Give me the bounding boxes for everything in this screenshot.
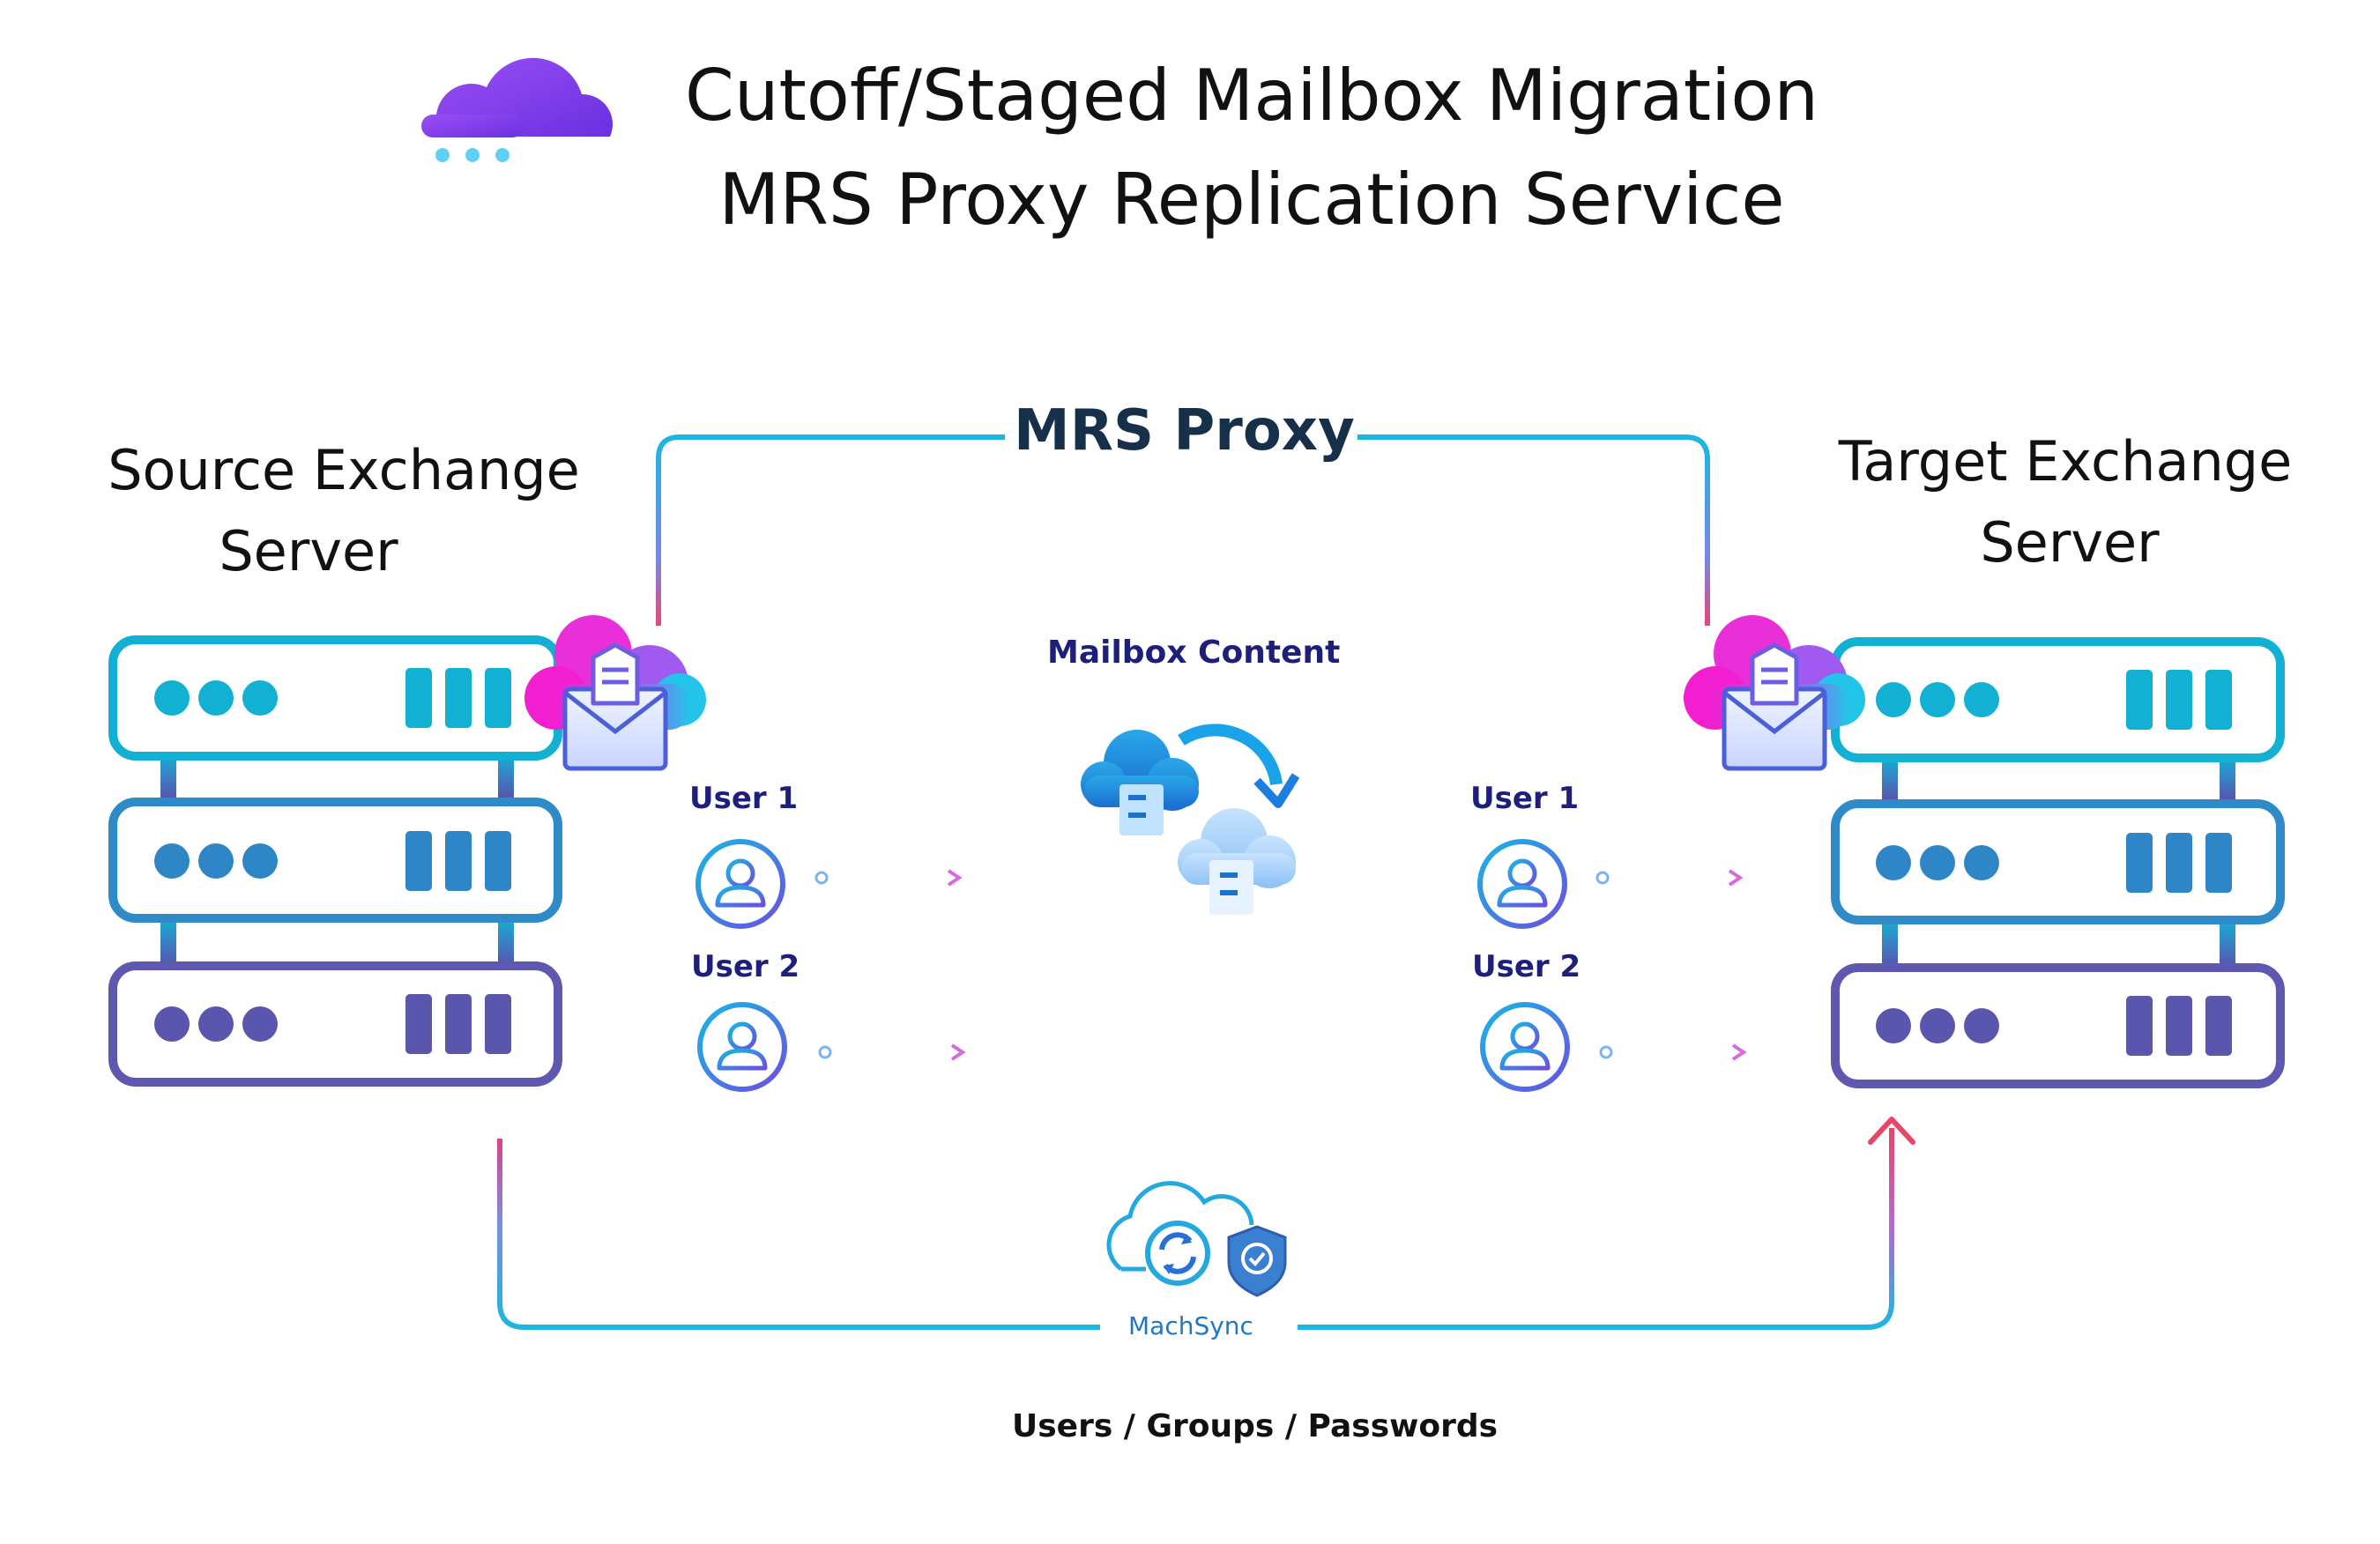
user-circle-icon-left-2 xyxy=(697,1002,787,1092)
user-circle-icon-right-1 xyxy=(1477,839,1567,929)
sync-caption: Users / Groups / Passwords xyxy=(1012,1408,1499,1444)
title-line-2: MRS Proxy Replication Service xyxy=(718,159,1785,241)
user-label-right-1: User 1 xyxy=(1470,781,1580,816)
user-circle-icon-left-1 xyxy=(695,839,785,929)
user-label-right-2: User 2 xyxy=(1472,949,1581,984)
source-server-label-1: Source Exchange xyxy=(108,438,580,502)
target-server-label-2: Server xyxy=(1980,510,2160,575)
target-server-label-1: Target Exchange xyxy=(1838,429,2293,494)
machsync-connector xyxy=(497,1117,1915,1330)
user-arrow-left-2 xyxy=(818,1043,966,1061)
user-arrow-right-2 xyxy=(1599,1043,1747,1061)
source-server-icon xyxy=(108,635,562,1087)
mrs-proxy-label: MRS Proxy xyxy=(1014,398,1355,464)
cloud-transfer-icon xyxy=(1081,724,1300,915)
cloud-rain-icon xyxy=(421,57,614,162)
mrs-proxy-connector xyxy=(656,434,1710,626)
user-label-left-2: User 2 xyxy=(691,949,800,984)
target-server-icon xyxy=(1831,637,2285,1088)
cloud-mail-icon-source xyxy=(524,615,706,771)
mailbox-content-label: Mailbox Content xyxy=(1047,635,1341,671)
source-server-label-2: Server xyxy=(219,519,398,583)
machsync-label: MachSync xyxy=(1128,1311,1253,1340)
user-circle-icon-right-2 xyxy=(1480,1002,1570,1092)
cloud-sync-shield-icon xyxy=(1106,1181,1287,1297)
user-arrow-right-1 xyxy=(1595,869,1744,887)
user-label-left-1: User 1 xyxy=(689,781,799,816)
user-arrow-left-1 xyxy=(814,869,963,887)
cloud-mail-icon-target xyxy=(1684,615,1865,771)
title-line-1: Cutoff/Staged Mailbox Migration xyxy=(684,55,1819,137)
